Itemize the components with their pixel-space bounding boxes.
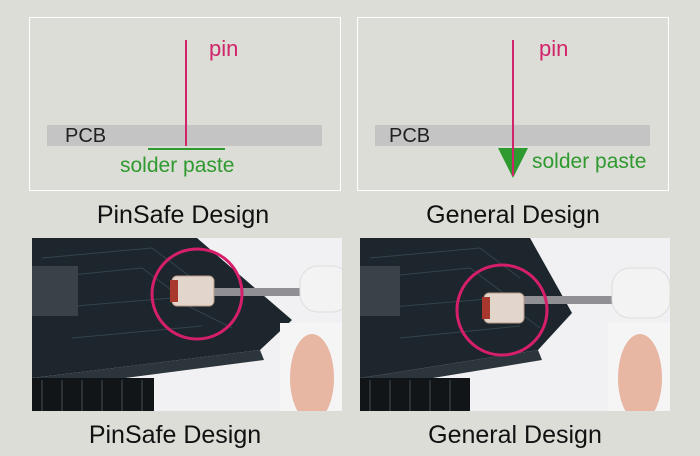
general-caption-top: General Design: [426, 201, 600, 229]
solder-paste-label: solder paste: [532, 150, 647, 173]
highlight-circle: [150, 247, 244, 341]
heatsink: [32, 378, 154, 411]
general-caption-bottom: General Design: [428, 421, 602, 449]
pinsafe-caption-bottom: PinSafe Design: [88, 421, 262, 449]
standoff-pin: [171, 275, 215, 307]
screwdriver-handle: [611, 267, 670, 319]
ic-chip: [32, 266, 78, 316]
general-photo-illustration: [360, 238, 670, 411]
general-photo: [360, 238, 670, 411]
solder-paste-label: solder paste: [120, 154, 235, 177]
pcb-label: PCB: [65, 125, 107, 147]
standoff-pin-base: [170, 280, 178, 302]
ic-chip: [360, 266, 400, 316]
screwdriver-shaft: [208, 288, 308, 296]
general-diagram-panel: pin PCB solder paste: [357, 17, 669, 191]
heatsink-fins: [41, 380, 143, 411]
pinsafe-caption-top: PinSafe Design: [96, 201, 270, 229]
pinsafe-photo: [32, 238, 342, 411]
finger: [618, 334, 662, 411]
pin-label: pin: [209, 36, 239, 61]
pin-label: pin: [539, 36, 569, 61]
pinsafe-photo-illustration: [32, 238, 342, 411]
finger: [290, 334, 334, 411]
screwdriver-handle: [299, 265, 342, 313]
heatsink: [360, 378, 470, 411]
pcb-bar: [47, 125, 322, 146]
pinsafe-diagram-svg: [47, 40, 322, 150]
pinsafe-diagram-panel: pin PCB solder paste: [29, 17, 341, 191]
pcb-label: PCB: [389, 125, 431, 147]
pcb-board: [360, 238, 572, 378]
general-diagram-svg: [375, 40, 650, 178]
standoff-pin-base: [482, 297, 490, 319]
screwdriver-shaft: [520, 296, 620, 304]
heatsink-fins: [369, 380, 451, 411]
highlight-circle: [455, 263, 549, 357]
